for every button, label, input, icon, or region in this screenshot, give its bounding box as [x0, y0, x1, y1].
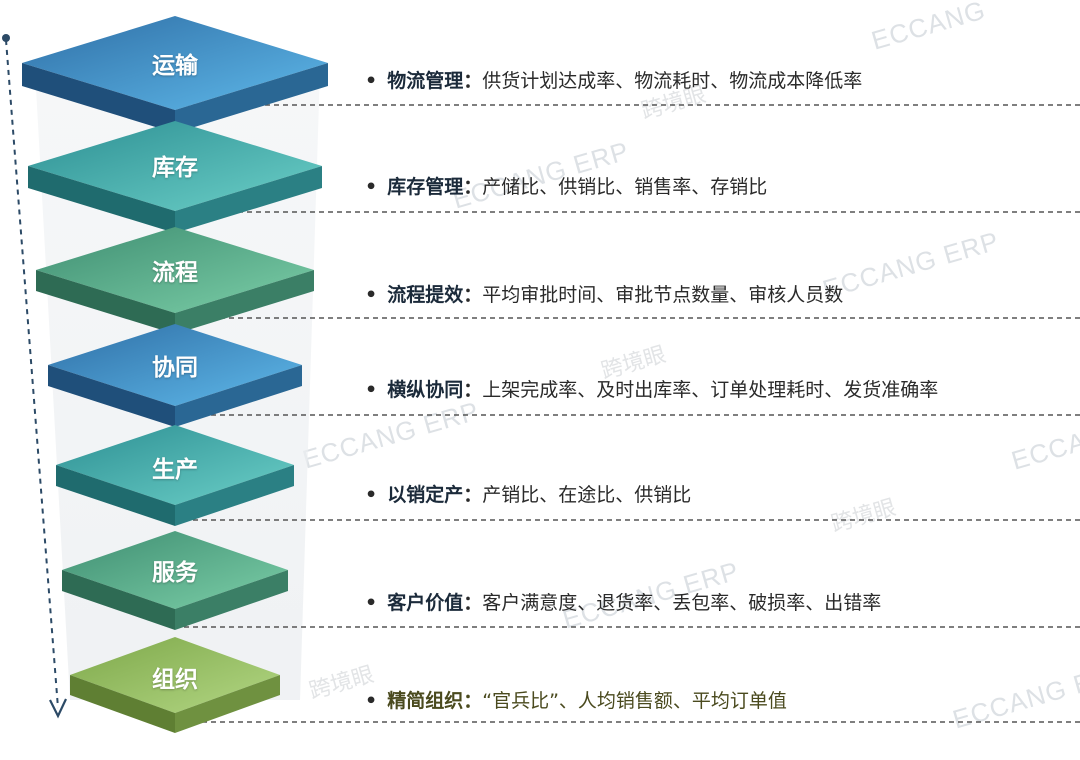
metric-colon: ： — [463, 484, 483, 506]
bullet: • — [365, 70, 378, 92]
tile-collaboration — [48, 324, 302, 427]
metric-text: “官兵比”、人均销售额、平均订单值 — [482, 690, 787, 712]
metric-text: 供货计划达成率、物流耗时、物流成本降低率 — [482, 70, 863, 92]
metric-row: • 横纵协同：上架完成率、及时出库率、订单处理耗时、发货准确率 — [365, 375, 938, 405]
tile-production — [56, 425, 294, 526]
bullet: • — [365, 484, 378, 506]
tile-label: 生产 — [152, 457, 198, 483]
tile-label: 协同 — [152, 355, 198, 381]
metric-colon: ： — [463, 379, 483, 401]
metric-title: 库存管理 — [387, 176, 464, 198]
metric-row: • 物流管理：供货计划达成率、物流耗时、物流成本降低率 — [365, 66, 862, 96]
metric-colon: ： — [463, 592, 483, 614]
bullet: • — [365, 284, 378, 306]
metric-title: 以销定产 — [387, 484, 464, 506]
metric-title: 精简组织 — [387, 690, 464, 712]
metric-title: 客户价值 — [387, 592, 464, 614]
metric-title: 物流管理 — [387, 70, 464, 92]
tile-transport — [22, 16, 328, 133]
bullet: • — [365, 690, 378, 712]
tile-inventory — [28, 121, 322, 233]
metric-title: 流程提效 — [387, 284, 464, 306]
flow-arrow-head — [49, 698, 67, 719]
bullet: • — [365, 379, 378, 401]
tile-service — [62, 531, 288, 630]
bullet: • — [365, 176, 378, 198]
tile-label: 组织 — [152, 667, 198, 693]
metric-text: 上架完成率、及时出库率、订单处理耗时、发货准确率 — [482, 379, 939, 401]
metric-row: • 精简组织：“官兵比”、人均销售额、平均订单值 — [365, 686, 787, 716]
metric-row: • 客户价值：客户满意度、退货率、丢包率、破损率、出错率 — [365, 588, 881, 618]
flow-arrow-start — [2, 34, 10, 42]
metric-row: • 流程提效：平均审批时间、审批节点数量、审核人员数 — [365, 280, 843, 310]
tile-organization — [70, 637, 280, 733]
tile-process — [36, 227, 314, 334]
metric-colon: ： — [463, 690, 483, 712]
metric-colon: ： — [463, 70, 483, 92]
bullet: • — [365, 592, 378, 614]
metric-colon: ： — [463, 284, 483, 306]
flow-arrow-line — [5, 39, 59, 709]
tile-label: 服务 — [152, 560, 198, 586]
tile-label: 运输 — [152, 53, 198, 79]
tile-label: 流程 — [152, 260, 198, 286]
metric-row: • 库存管理：产储比、供销比、销售率、存销比 — [365, 172, 767, 202]
metric-title: 横纵协同 — [387, 379, 464, 401]
tile-label: 库存 — [152, 155, 198, 181]
metric-text: 产销比、在途比、供销比 — [482, 484, 692, 506]
metric-row: • 以销定产：产销比、在途比、供销比 — [365, 480, 691, 510]
metric-text: 平均审批时间、审批节点数量、审核人员数 — [482, 284, 844, 306]
metric-text: 客户满意度、退货率、丢包率、破损率、出错率 — [482, 592, 882, 614]
metric-text: 产储比、供销比、销售率、存销比 — [482, 176, 768, 198]
metric-colon: ： — [463, 176, 483, 198]
